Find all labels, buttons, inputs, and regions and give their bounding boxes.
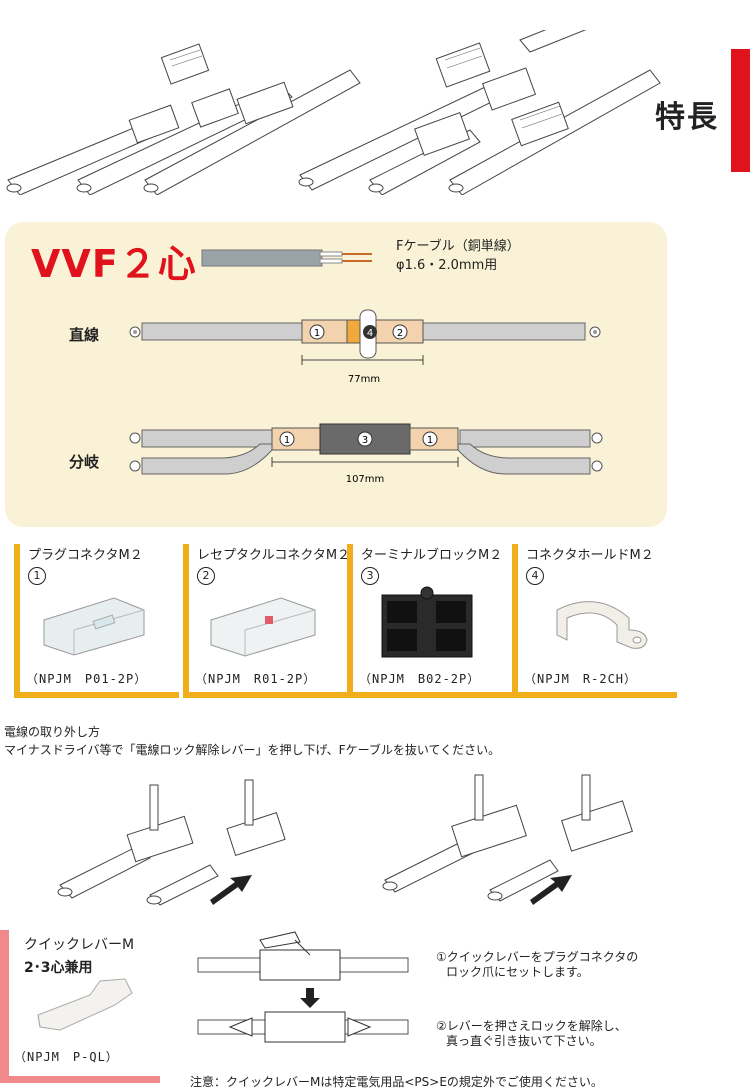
product-name: ターミナルブロックM２	[361, 548, 503, 563]
quick-lever-steps-diagram	[197, 931, 409, 1043]
product-code: （NPJM P01-2P）	[26, 672, 148, 686]
svg-text:2: 2	[397, 328, 403, 339]
vvf-title: VVF２心	[31, 242, 197, 286]
svg-text:1: 1	[314, 328, 320, 339]
cable-spec-label: Fケーブル（銅単線） φ1.6・2.0mm用	[396, 237, 520, 275]
pull-arrow-icon	[210, 875, 252, 905]
accent-side-bar	[731, 49, 750, 172]
quick-lever-name: クイックレバーM	[24, 937, 135, 953]
product-number: 1	[28, 567, 46, 585]
svg-text:4: 4	[367, 328, 373, 339]
product-name: レセプタクルコネクタM２	[197, 548, 351, 563]
straight-dimension: 77mm	[348, 374, 380, 385]
caution-note: 注意：クイックレバーMは特定電気用品<PS>Eの規定外でご使用ください。	[190, 1075, 603, 1089]
product-name: プラグコネクタM２	[28, 548, 143, 563]
quick-lever-image	[37, 978, 133, 1031]
product-code: （NPJM R01-2P）	[195, 672, 317, 686]
product-card-receptacle: レセプタクルコネクタM２ 2 （NPJM R01-2P）	[183, 540, 351, 698]
plug-connector-image	[43, 597, 145, 656]
straight-connection-diagram: 1 4 2 77mm	[129, 309, 601, 385]
down-arrow-icon	[300, 988, 320, 1008]
cable-type-text: Fケーブル（銅単線）	[396, 239, 520, 254]
product-card-terminal-block: ターミナルブロックM２ 3 （NPJM B02-2P）	[347, 540, 512, 698]
product-number: 4	[526, 567, 544, 585]
connector-hold-image	[556, 601, 648, 649]
quick-lever-accent-left	[0, 930, 9, 1083]
product-name: コネクタホールドM２	[526, 548, 654, 563]
marker-2	[392, 324, 408, 340]
branch-label: 分岐	[69, 453, 100, 471]
marker-1	[309, 324, 325, 340]
svg-text:1: 1	[427, 435, 433, 446]
product-number: 2	[197, 567, 215, 585]
removal-illustration	[57, 774, 634, 906]
marker-4	[363, 325, 377, 339]
left-arrow-icon	[228, 1017, 253, 1037]
branch-connection-diagram: 1 3 1 107mm	[129, 423, 603, 485]
marker-3	[357, 431, 373, 447]
quick-lever-step-2: ②レバーを押さえロックを解除し、 真っ直ぐ引き抜いて下さい。	[436, 1019, 627, 1048]
terminal-block-image	[381, 586, 473, 658]
quick-lever-subtitle: 2･3心兼用	[24, 960, 93, 976]
removal-text: マイナスドライバ等で「電線ロック解除レバー」を押し下げ、Fケーブルを抜いてくださ…	[4, 743, 501, 757]
svg-text:1: 1	[284, 435, 290, 446]
product-code: （NPJM R-2CH）	[524, 672, 638, 686]
receptacle-connector-image	[210, 597, 316, 657]
svg-text:3: 3	[362, 435, 368, 446]
product-number: 3	[361, 567, 379, 585]
marker-1	[422, 431, 438, 447]
top-cable-illustration	[6, 30, 661, 195]
quick-lever-step-1: ①クイックレバーをプラグコネクタの ロック爪にセットします。	[436, 950, 639, 979]
cable-size-text: φ1.6・2.0mm用	[396, 258, 498, 273]
product-code: （NPJM B02-2P）	[359, 672, 481, 686]
quick-lever-accent-bottom	[0, 1076, 160, 1083]
pull-arrow-icon	[530, 875, 572, 905]
spec-panel	[5, 222, 667, 527]
marker-1	[279, 431, 295, 447]
product-card-connector-hold: コネクタホールドM２ 4 （NPJM R-2CH）	[512, 540, 677, 698]
cable-icon	[201, 249, 372, 267]
straight-label: 直線	[69, 326, 100, 344]
page-title: 特長	[655, 100, 719, 135]
removal-heading: 電線の取り外し方	[4, 725, 101, 739]
quick-lever-code: （NPJM P-QL）	[14, 1050, 119, 1064]
product-card-plug: プラグコネクタM２ 1 （NPJM P01-2P）	[14, 540, 179, 698]
branch-dimension: 107mm	[346, 474, 385, 485]
right-arrow-icon	[347, 1017, 372, 1037]
